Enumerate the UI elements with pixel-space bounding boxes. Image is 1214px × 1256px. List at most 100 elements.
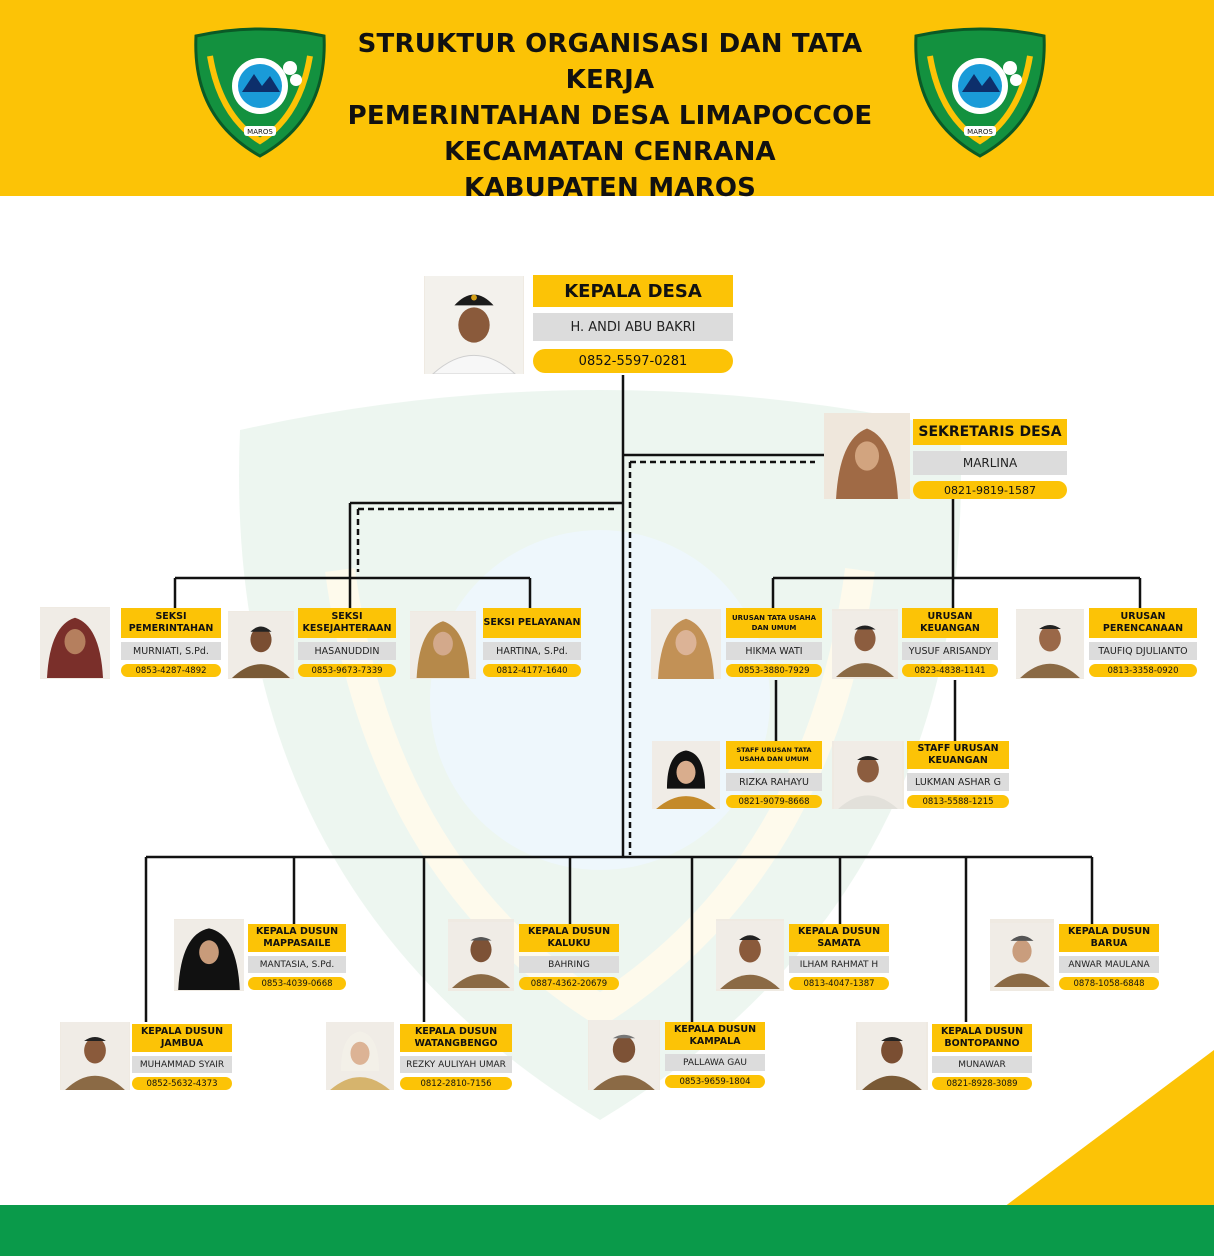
card-dusun-watangbengo: KEPALA DUSUN WATANGBENGO REZKY AULIYAH U…: [400, 1024, 512, 1090]
name-label: H. ANDI ABU BAKRI: [533, 313, 733, 341]
card-dusun-bontopanno: KEPALA DUSUN BONTOPANNO MUNAWAR 0821-892…: [932, 1024, 1032, 1090]
photo-dusun-watangbengo: [326, 1022, 394, 1090]
name-label: REZKY AULIYAH UMAR: [400, 1056, 512, 1073]
phone-label: 0812-4177-1640: [483, 664, 581, 677]
role-label: SEKRETARIS DESA: [913, 419, 1067, 445]
photo-urusan-tata-usaha: [651, 609, 721, 679]
role-label: SEKSI PELAYANAN: [483, 608, 581, 638]
phone-label: 0813-3358-0920: [1089, 664, 1197, 677]
role-label: KEPALA DUSUN MAPPASAILE: [248, 924, 346, 952]
name-label: LUKMAN ASHAR G: [907, 773, 1009, 791]
name-label: TAUFIQ DJULIANTO: [1089, 642, 1197, 660]
card-kepala-desa: KEPALA DESA H. ANDI ABU BAKRI 0852-5597-…: [533, 275, 733, 373]
photo-kepala-desa: [424, 276, 524, 374]
phone-label: 0853-3880-7929: [726, 664, 822, 677]
phone-label: 0878-1058-6848: [1059, 977, 1159, 990]
phone-label: 0821-9079-8668: [726, 795, 822, 808]
maros-emblem-right: MAROS: [910, 26, 1050, 158]
card-dusun-mappasaile: KEPALA DUSUN MAPPASAILE MANTASIA, S.Pd. …: [248, 924, 346, 990]
card-seksi-pelayanan: SEKSI PELAYANAN HARTINA, S.Pd. 0812-4177…: [483, 608, 581, 677]
name-label: ILHAM RAHMAT H: [789, 956, 889, 973]
card-dusun-barua: KEPALA DUSUN BARUA ANWAR MAULANA 0878-10…: [1059, 924, 1159, 990]
photo-dusun-kaluku: [448, 919, 514, 991]
phone-label: 0852-5632-4373: [132, 1077, 232, 1090]
role-label: SEKSI PEMERINTAHAN: [121, 608, 221, 638]
photo-seksi-kesejahteraan: [228, 611, 294, 679]
name-label: MANTASIA, S.Pd.: [248, 956, 346, 973]
photo-staff-tata-usaha: [652, 741, 720, 809]
title-line-2: PEMERINTAHAN DESA LIMAPOCCOE: [347, 101, 873, 131]
photo-seksi-pelayanan: [410, 611, 476, 679]
photo-dusun-kampala: [588, 1020, 660, 1090]
role-label: KEPALA DUSUN JAMBUA: [132, 1024, 232, 1052]
card-urusan-perencanaan: URUSAN PERENCANAAN TAUFIQ DJULIANTO 0813…: [1089, 608, 1197, 677]
name-label: MUNAWAR: [932, 1056, 1032, 1073]
page-title: STRUKTUR ORGANISASI DAN TATA KERJA PEMER…: [320, 26, 900, 206]
photo-dusun-barua: [990, 919, 1054, 991]
card-sekretaris-desa: SEKRETARIS DESA MARLINA 0821-9819-1587: [913, 419, 1067, 499]
name-label: HARTINA, S.Pd.: [483, 642, 581, 660]
role-label: KEPALA DUSUN WATANGBENGO: [400, 1024, 512, 1052]
phone-label: 0887-4362-20679: [519, 977, 619, 990]
card-dusun-kampala: KEPALA DUSUN KAMPALA PALLAWA GAU 0853-96…: [665, 1022, 765, 1088]
emblem-text: MAROS: [247, 128, 273, 136]
photo-dusun-bontopanno: [856, 1022, 928, 1090]
name-label: MURNIATI, S.Pd.: [121, 642, 221, 660]
role-label: KEPALA DUSUN KAMPALA: [665, 1022, 765, 1050]
photo-staff-keuangan: [832, 741, 904, 809]
phone-label: 0813-5588-1215: [907, 795, 1009, 808]
role-label: KEPALA DUSUN BONTOPANNO: [932, 1024, 1032, 1052]
role-label: KEPALA DUSUN KALUKU: [519, 924, 619, 952]
phone-label: 0821-9819-1587: [913, 481, 1067, 499]
card-staff-keuangan: STAFF URUSAN KEUANGAN LUKMAN ASHAR G 081…: [907, 741, 1009, 808]
name-label: HASANUDDIN: [298, 642, 396, 660]
role-label: URUSAN TATA USAHA DAN UMUM: [726, 608, 822, 638]
title-line-4: KABUPATEN MAROS: [463, 173, 757, 203]
name-label: HIKMA WATI: [726, 642, 822, 660]
card-urusan-keuangan: URUSAN KEUANGAN YUSUF ARISANDY 0823-4838…: [902, 608, 998, 677]
photo-urusan-perencanaan: [1016, 609, 1084, 679]
corner-decoration: [1000, 1050, 1214, 1210]
name-label: BAHRING: [519, 956, 619, 973]
phone-label: 0813-4047-1387: [789, 977, 889, 990]
role-label: STAFF URUSAN KEUANGAN: [907, 741, 1009, 769]
photo-sekretaris: [824, 413, 910, 499]
role-label: KEPALA DESA: [533, 275, 733, 307]
photo-seksi-pemerintahan: [40, 607, 110, 679]
name-label: MARLINA: [913, 451, 1067, 475]
name-label: RIZKA RAHAYU: [726, 773, 822, 791]
title-line-1: STRUKTUR ORGANISASI DAN TATA KERJA: [357, 29, 863, 95]
photo-urusan-keuangan: [832, 609, 898, 679]
maros-emblem-left: MAROS: [190, 26, 330, 158]
phone-label: 0853-9673-7339: [298, 664, 396, 677]
card-dusun-jambua: KEPALA DUSUN JAMBUA MUHAMMAD SYAIR 0852-…: [132, 1024, 232, 1090]
photo-dusun-jambua: [60, 1022, 130, 1090]
role-label: KEPALA DUSUN SAMATA: [789, 924, 889, 952]
photo-dusun-mappasaile: [174, 919, 244, 991]
phone-label: 0821-8928-3089: [932, 1077, 1032, 1090]
role-label: URUSAN PERENCANAAN: [1089, 608, 1197, 638]
name-label: PALLAWA GAU: [665, 1054, 765, 1071]
name-label: MUHAMMAD SYAIR: [132, 1056, 232, 1073]
phone-label: 0823-4838-1141: [902, 664, 998, 677]
phone-label: 0853-9659-1804: [665, 1075, 765, 1088]
card-seksi-kesejahteraan: SEKSI KESEJAHTERAAN HASANUDDIN 0853-9673…: [298, 608, 396, 677]
card-dusun-kaluku: KEPALA DUSUN KALUKU BAHRING 0887-4362-20…: [519, 924, 619, 990]
name-label: YUSUF ARISANDY: [902, 642, 998, 660]
phone-label: 0812-2810-7156: [400, 1077, 512, 1090]
footer-band: [0, 1205, 1214, 1256]
emblem-text: MAROS: [967, 128, 993, 136]
title-line-3: KECAMATAN CENRANA: [444, 137, 776, 167]
phone-label: 0853-4287-4892: [121, 664, 221, 677]
card-urusan-tata-usaha: URUSAN TATA USAHA DAN UMUM HIKMA WATI 08…: [726, 608, 822, 677]
role-label: URUSAN KEUANGAN: [902, 608, 998, 638]
card-staff-tata-usaha: STAFF URUSAN TATA USAHA DAN UMUM RIZKA R…: [726, 741, 822, 808]
name-label: ANWAR MAULANA: [1059, 956, 1159, 973]
phone-label: 0852-5597-0281: [533, 349, 733, 373]
role-label: SEKSI KESEJAHTERAAN: [298, 608, 396, 638]
card-dusun-samata: KEPALA DUSUN SAMATA ILHAM RAHMAT H 0813-…: [789, 924, 889, 990]
card-seksi-pemerintahan: SEKSI PEMERINTAHAN MURNIATI, S.Pd. 0853-…: [121, 608, 221, 677]
role-label: STAFF URUSAN TATA USAHA DAN UMUM: [726, 741, 822, 769]
role-label: KEPALA DUSUN BARUA: [1059, 924, 1159, 952]
phone-label: 0853-4039-0668: [248, 977, 346, 990]
